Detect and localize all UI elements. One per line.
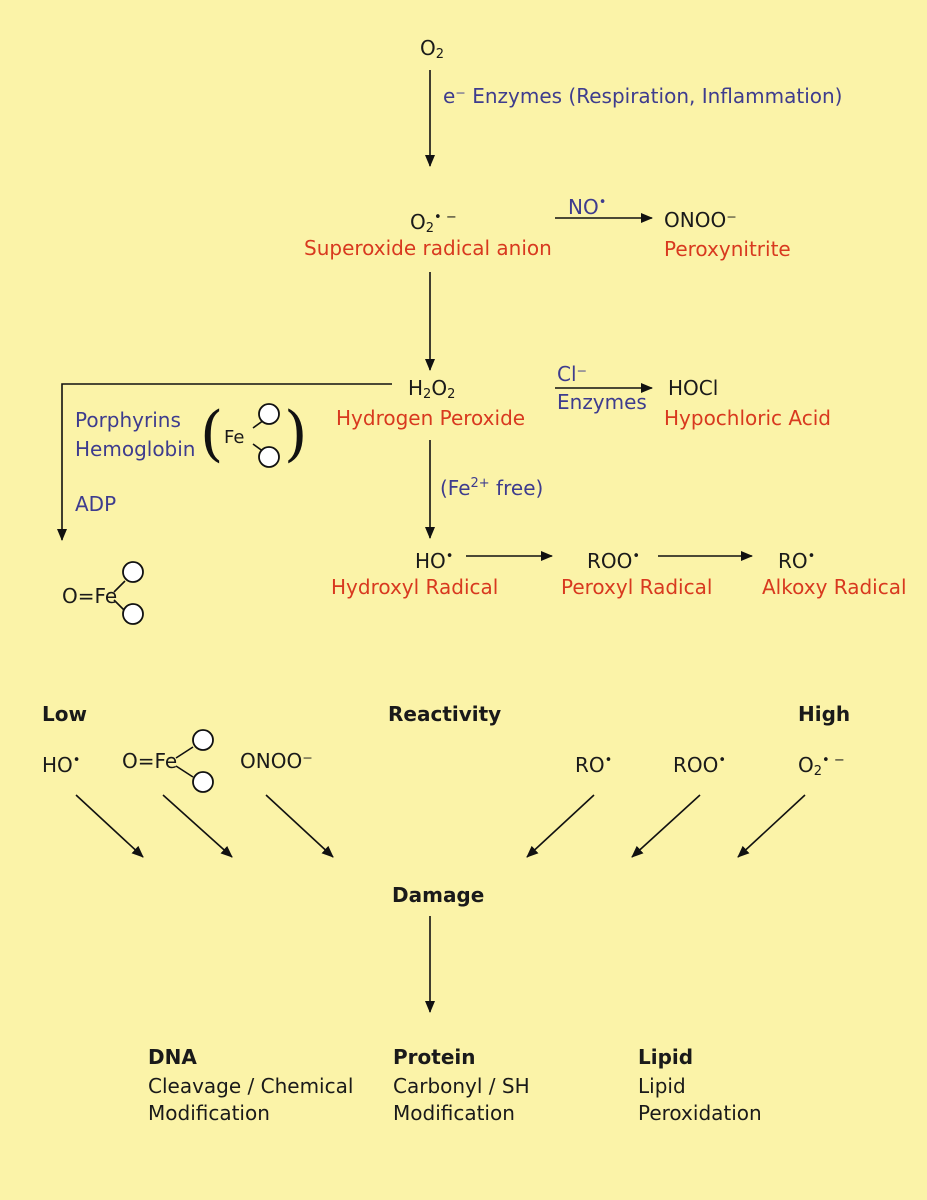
ferryl2-bond-lower xyxy=(175,765,194,778)
arrow-ho-to-damage xyxy=(75,794,144,858)
no-label: NO• xyxy=(568,195,607,219)
hydroxyl-name: Hydroxyl Radical xyxy=(331,575,499,599)
h2o2-name: Hydrogen Peroxide xyxy=(336,406,526,430)
dna-title: DNA xyxy=(148,1045,197,1069)
ligand-circle-icon xyxy=(122,603,144,625)
reactivity-ho: HO• xyxy=(42,753,81,777)
arrow-roo-to-damage xyxy=(631,794,701,858)
dna-line2: Modification xyxy=(148,1101,270,1125)
peroxynitrite-formula: ONOO⁻ xyxy=(664,208,737,232)
ferryl-bond-upper xyxy=(113,580,126,593)
arrow-o2-to-damage xyxy=(737,794,806,858)
low-label: Low xyxy=(42,702,87,726)
peroxynitrite-name: Peroxynitrite xyxy=(664,237,791,261)
o2-formula: O2 xyxy=(420,36,445,62)
protein-title: Protein xyxy=(393,1045,476,1069)
peroxyl-name: Peroxyl Radical xyxy=(561,575,713,599)
arrow-ferryl-to-damage xyxy=(162,794,233,858)
superoxide-formula: O2• − xyxy=(410,210,457,236)
hydroxyl-formula: HO• xyxy=(415,549,454,573)
adp-label: ADP xyxy=(75,492,117,516)
alkoxy-name: Alkoxy Radical xyxy=(762,575,907,599)
fe-free-label: (Fe2+ free) xyxy=(440,476,544,500)
close-paren-icon: ) xyxy=(284,399,308,469)
lipid-title: Lipid xyxy=(638,1045,694,1069)
ligand-circle-icon xyxy=(258,403,280,425)
peroxyl-formula: ROO• xyxy=(587,549,641,573)
arrow-ro-to-damage xyxy=(526,794,595,858)
lipid-line2: Peroxidation xyxy=(638,1101,762,1125)
open-paren-icon: ( xyxy=(200,399,224,469)
ligand-circle-icon xyxy=(258,446,280,468)
arrow-h2o2-to-ferryl xyxy=(57,383,392,541)
reactivity-roo: ROO• xyxy=(673,753,727,777)
high-label: High xyxy=(798,702,851,726)
h2o2-formula: H2O2 xyxy=(408,376,456,402)
superoxide-name: Superoxide radical anion xyxy=(304,236,552,260)
hocl-name: Hypochloric Acid xyxy=(664,406,831,430)
hemoglobin-label: Hemoglobin xyxy=(75,437,196,461)
ferryl-formula: O=Fe xyxy=(62,584,118,608)
lipid-line1: Lipid xyxy=(638,1074,686,1098)
reactivity-ro: RO• xyxy=(575,753,613,777)
enzymes-label: Enzymes xyxy=(557,390,647,414)
arrow-onoo-to-damage xyxy=(265,794,334,858)
ferryl2-bond-upper xyxy=(175,746,194,759)
protein-line1: Carbonyl / SH xyxy=(393,1074,530,1098)
dna-line1: Cleavage / Chemical xyxy=(148,1074,354,1098)
step1-enzymes-label: e⁻ Enzymes (Respiration, Inflammation) xyxy=(443,84,843,108)
ligand-circle-icon xyxy=(192,729,214,751)
ligand-circle-icon xyxy=(122,561,144,583)
reactivity-label: Reactivity xyxy=(388,702,502,726)
reactivity-o2: O2• − xyxy=(798,753,845,779)
fe-label: Fe xyxy=(224,427,245,448)
ligand-circle-icon xyxy=(192,771,214,793)
hocl-formula: HOCl xyxy=(668,376,719,400)
damage-label: Damage xyxy=(392,883,485,907)
protein-line2: Modification xyxy=(393,1101,515,1125)
alkoxy-formula: RO• xyxy=(778,549,816,573)
reactivity-onoo: ONOO⁻ xyxy=(240,749,313,773)
reactivity-ferryl: O=Fe xyxy=(122,749,178,773)
ferryl-bond-lower xyxy=(113,599,126,612)
cl-label: Cl⁻ xyxy=(557,362,588,386)
porphyrins-label: Porphyrins xyxy=(75,408,181,432)
